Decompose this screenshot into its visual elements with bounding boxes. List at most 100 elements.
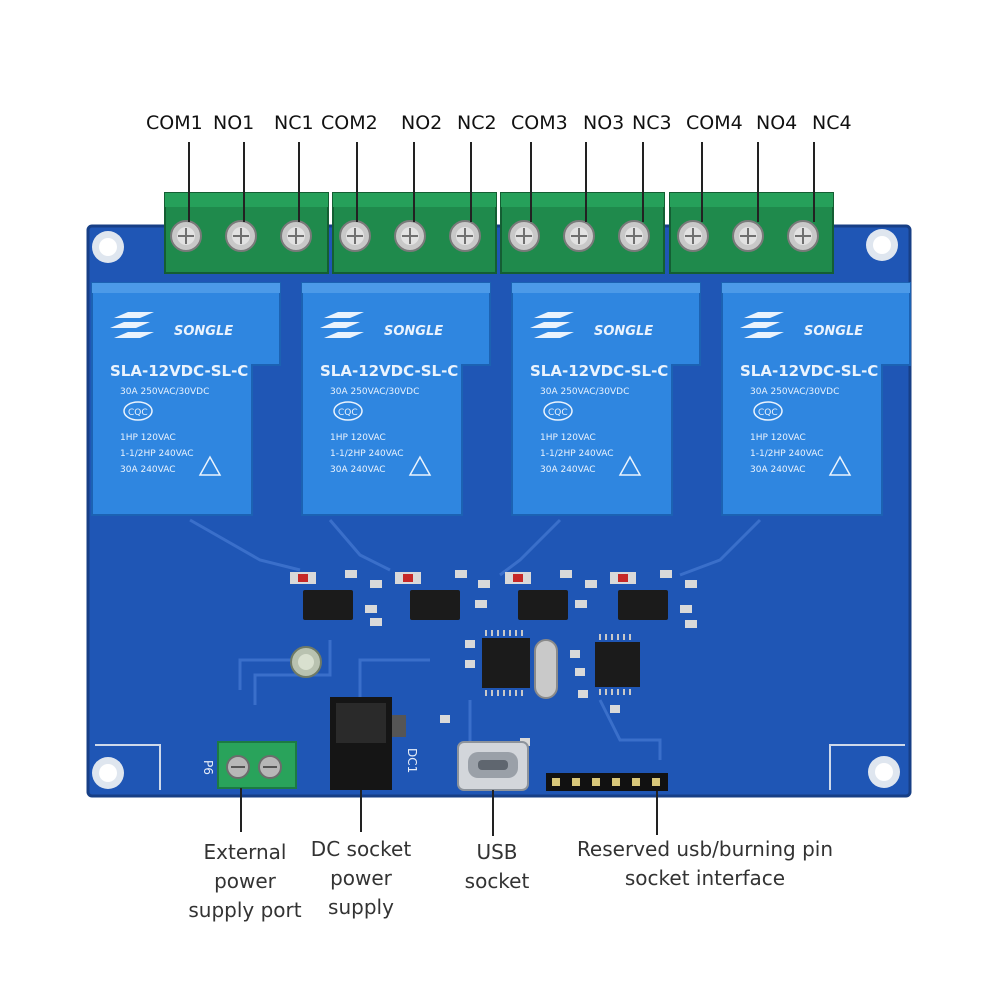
terminal-label-no3: NO3 <box>583 112 625 134</box>
terminal-screw-com1 <box>170 220 202 252</box>
warning-triangle-icon <box>618 455 642 476</box>
songle-logo-icon <box>530 312 574 338</box>
microcontroller-ic <box>482 630 530 696</box>
warning-triangle-icon <box>828 455 852 476</box>
relay-rating-line: 30A 240VAC <box>330 465 386 475</box>
electrolytic-capacitor <box>290 646 322 678</box>
callout-external-power: External power supply port <box>188 840 302 922</box>
terminal-screw-no3 <box>563 220 595 252</box>
usb-interface-ic <box>595 634 640 695</box>
leader-reserved-pin <box>656 791 658 835</box>
mounting-hole-bottom-right <box>868 756 900 788</box>
relay-brand-label: SONGLE <box>594 324 653 339</box>
relay-model-label: SLA-12VDC-SL-C <box>740 362 878 380</box>
songle-logo-icon <box>740 312 784 338</box>
terminal-leader-com3 <box>530 142 532 222</box>
relay-2: SONGLE SLA-12VDC-SL-C 30A 250VAC/30VDC CQC 1… <box>301 282 491 516</box>
optocoupler-3 <box>518 590 568 620</box>
terminal-label-nc4: NC4 <box>812 112 852 134</box>
relay-rating-line: 30A 250VAC/30VDC <box>120 387 209 397</box>
external-power-terminal <box>217 741 297 789</box>
relay-rating-line: 1HP 120VAC <box>750 433 806 443</box>
leader-external-power <box>240 788 242 832</box>
relay-rating-line: 30A 250VAC/30VDC <box>750 387 839 397</box>
terminal-leader-nc4 <box>813 142 815 222</box>
leader-usb-socket <box>492 790 494 836</box>
relay-rating-line: 1HP 120VAC <box>540 433 596 443</box>
mounting-hole-bottom-left <box>92 757 124 789</box>
optocoupler-4 <box>618 590 668 620</box>
relay-rating-line: 30A 240VAC <box>540 465 596 475</box>
crystal-oscillator <box>534 639 558 699</box>
relay-rating-line: 1-1/2HP 240VAC <box>750 449 824 459</box>
relay-rating-line: 30A 250VAC/30VDC <box>540 387 629 397</box>
relay-rating-line: 1-1/2HP 240VAC <box>330 449 404 459</box>
optocoupler-1 <box>303 590 353 620</box>
terminal-screw-com2 <box>339 220 371 252</box>
leader-dc-socket <box>360 790 362 832</box>
callout-reserved-pin: Reserved usb/burning pin socket interfac… <box>576 837 834 890</box>
terminal-label-com3: COM3 <box>511 112 568 134</box>
terminal-leader-nc1 <box>298 142 300 222</box>
terminal-screw-nc3 <box>618 220 650 252</box>
relay-rating-line: 1HP 120VAC <box>330 433 386 443</box>
terminal-leader-com1 <box>188 142 190 222</box>
relay-brand-label: SONGLE <box>804 324 863 339</box>
terminal-screw-no2 <box>394 220 426 252</box>
songle-logo-icon <box>320 312 364 338</box>
pcb-edge-shade <box>86 224 912 798</box>
reserved-pin-header <box>546 773 668 791</box>
terminal-screw-com4 <box>677 220 709 252</box>
terminal-screw-nc4 <box>787 220 819 252</box>
relay-cert-label: CQC <box>338 408 358 418</box>
relay-rating-line: 30A 250VAC/30VDC <box>330 387 419 397</box>
dc-jack <box>330 697 406 790</box>
terminal-leader-no1 <box>243 142 245 222</box>
warning-triangle-icon <box>198 455 222 476</box>
terminal-screw-nc1 <box>280 220 312 252</box>
terminal-leader-no2 <box>413 142 415 222</box>
relay-row: SONGLE SLA-12VDC-SL-C 30A 250VAC/30VDC CQC 1… <box>91 282 911 516</box>
terminal-label-nc1: NC1 <box>274 112 314 134</box>
relay-4: SONGLE SLA-12VDC-SL-C 30A 250VAC/30VDC CQC 1… <box>721 282 911 516</box>
mounting-hole-top-left <box>92 231 124 263</box>
terminal-screw-nc2 <box>449 220 481 252</box>
terminal-label-nc2: NC2 <box>457 112 497 134</box>
relay-cert-label: CQC <box>128 408 148 418</box>
relay-rating-line: 1HP 120VAC <box>120 433 176 443</box>
relay-model-label: SLA-12VDC-SL-C <box>530 362 668 380</box>
callout-usb-socket: USB socket <box>464 840 530 893</box>
relay-rating-line: 30A 240VAC <box>750 465 806 475</box>
warning-triangle-icon <box>408 455 432 476</box>
relay-brand-label: SONGLE <box>384 324 443 339</box>
terminal-leader-nc3 <box>642 142 644 222</box>
terminal-leader-nc2 <box>470 142 472 222</box>
terminal-leader-no4 <box>757 142 759 222</box>
callout-dc-socket: DC socket power supply <box>310 837 412 919</box>
terminal-leader-no3 <box>585 142 587 222</box>
relay-3: SONGLE SLA-12VDC-SL-C 30A 250VAC/30VDC CQC 1… <box>511 282 701 516</box>
relay-model-label: SLA-12VDC-SL-C <box>110 362 248 380</box>
relay-rating-line: 1-1/2HP 240VAC <box>540 449 614 459</box>
terminal-leader-com4 <box>701 142 703 222</box>
dc-silkscreen-label: DC1 <box>405 748 419 773</box>
terminal-screw-com3 <box>508 220 540 252</box>
relay-model-label: SLA-12VDC-SL-C <box>320 362 458 380</box>
relay-cert-label: CQC <box>548 408 568 418</box>
relay-cert-label: CQC <box>758 408 778 418</box>
songle-logo-icon <box>110 312 154 338</box>
p-silkscreen-label: P6 <box>201 760 215 775</box>
optocoupler-row <box>303 590 668 620</box>
relay-brand-label: SONGLE <box>174 324 233 339</box>
terminal-leader-com2 <box>356 142 358 222</box>
relay-rating-line: 30A 240VAC <box>120 465 176 475</box>
relay-rating-line: 1-1/2HP 240VAC <box>120 449 194 459</box>
terminal-label-no4: NO4 <box>756 112 798 134</box>
terminal-label-com4: COM4 <box>686 112 743 134</box>
terminal-label-nc3: NC3 <box>632 112 672 134</box>
terminal-screw-no1 <box>225 220 257 252</box>
optocoupler-2 <box>410 590 460 620</box>
terminal-screw-no4 <box>732 220 764 252</box>
